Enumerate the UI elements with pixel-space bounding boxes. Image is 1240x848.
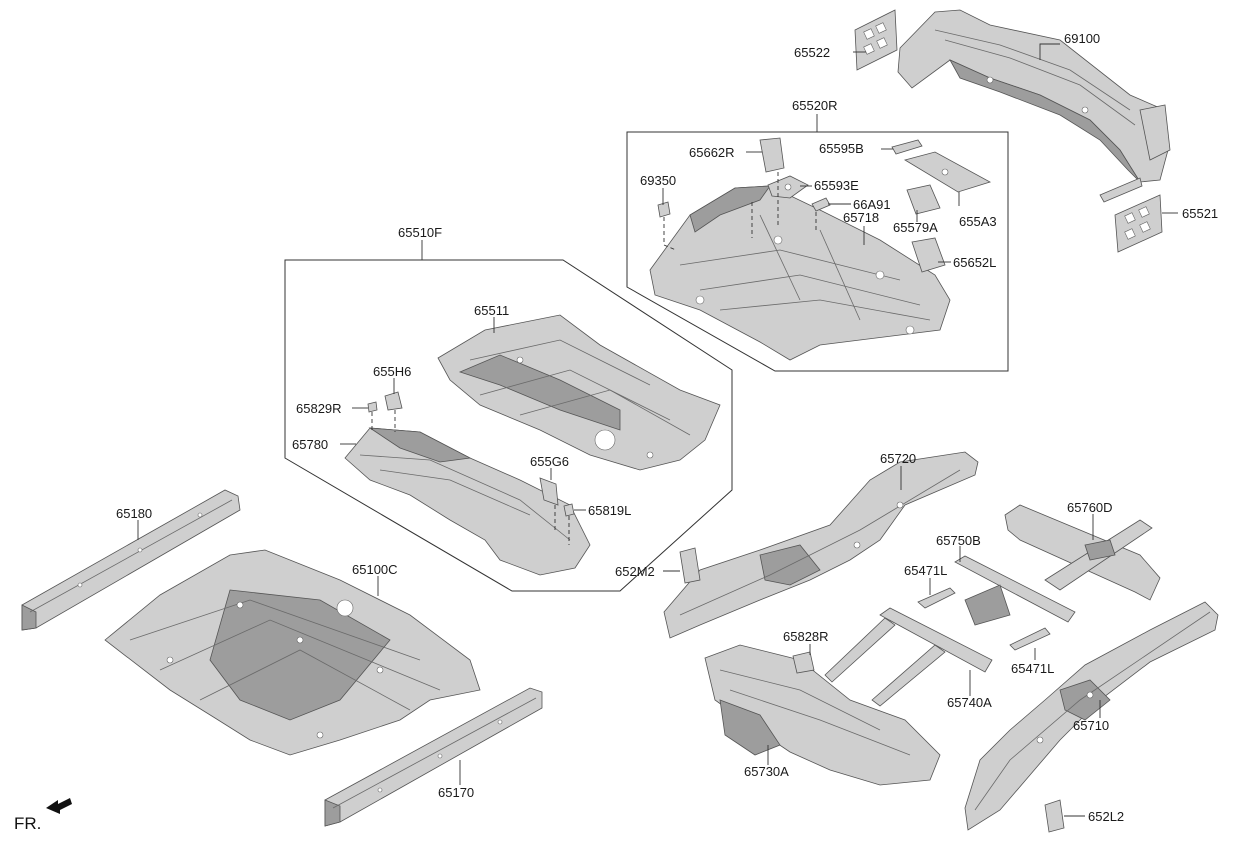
label-65740A: 65740A xyxy=(947,695,992,710)
part-65180-side-sill xyxy=(21,489,241,631)
label-65718: 65718 xyxy=(843,210,879,225)
part-65780-seat-crossmember xyxy=(344,427,591,576)
label-65593E: 65593E xyxy=(814,178,859,193)
part-65710-rear-side-member xyxy=(964,601,1219,831)
label-65511: 65511 xyxy=(474,303,509,318)
label-65720: 65720 xyxy=(880,451,916,466)
label-65522: 65522 xyxy=(794,45,830,60)
label-652L2: 652L2 xyxy=(1088,809,1124,824)
part-65511-front-floor-panel xyxy=(437,314,721,471)
label-65521: 65521 xyxy=(1182,206,1218,221)
part-655H6-bracket xyxy=(384,391,403,411)
part-65579A-bracket xyxy=(906,184,941,215)
part-labels: 69100 65522 65521 65520R 65662R 65595B 6… xyxy=(14,31,1218,833)
part-65828R-bracket xyxy=(792,651,815,674)
group-box-65520R xyxy=(626,131,1009,372)
part-69350-clip xyxy=(657,201,671,218)
label-655H6: 655H6 xyxy=(373,364,411,379)
part-652L2-bracket xyxy=(1044,799,1065,833)
label-655A3: 655A3 xyxy=(959,214,997,229)
label-65829R: 65829R xyxy=(296,401,342,416)
part-65471L-bracket-lower xyxy=(1009,627,1051,651)
part-65720-rear-side-member xyxy=(663,451,979,639)
label-65595B: 65595B xyxy=(819,141,864,156)
part-65595B-clip xyxy=(891,139,923,155)
part-65521-bracket xyxy=(1114,194,1163,253)
part-65760D-crossmember xyxy=(1004,504,1161,601)
label-652M2: 652M2 xyxy=(615,564,655,579)
label-65520R: 65520R xyxy=(792,98,838,113)
label-65471L-lower: 65471L xyxy=(1011,661,1054,676)
label-65100C: 65100C xyxy=(352,562,398,577)
label-65750B: 65750B xyxy=(936,533,981,548)
part-65750B-crossmember xyxy=(954,555,1076,626)
label-65471L-upper: 65471L xyxy=(904,563,947,578)
label-65170: 65170 xyxy=(438,785,474,800)
front-direction-label: FR. xyxy=(14,814,41,833)
label-65730A: 65730A xyxy=(744,764,789,779)
group-box-65510F xyxy=(284,259,733,592)
part-652M2-bracket xyxy=(679,547,701,584)
label-65180: 65180 xyxy=(116,506,152,521)
label-65710: 65710 xyxy=(1073,718,1109,733)
part-rear-panel-side-bracket xyxy=(1099,177,1143,203)
label-65780: 65780 xyxy=(292,437,328,452)
label-69350: 69350 xyxy=(640,173,676,188)
part-65819L-clip xyxy=(563,503,575,517)
part-65471L-bracket-upper xyxy=(917,587,956,609)
part-66A91-clip xyxy=(811,197,831,212)
label-655G6: 655G6 xyxy=(530,454,569,469)
part-65718-rear-floor-panel xyxy=(649,185,951,361)
label-65828R: 65828R xyxy=(783,629,829,644)
label-66A91: 66A91 xyxy=(853,197,891,212)
front-direction-arrow-icon xyxy=(46,798,72,814)
part-65829R-clip xyxy=(367,401,378,413)
leader-lines xyxy=(137,43,1178,817)
part-65170-side-sill xyxy=(324,687,543,827)
part-65740A-crossmember xyxy=(824,607,993,707)
part-69100-rear-panel xyxy=(897,9,1171,183)
part-65652L-bracket xyxy=(911,237,946,273)
label-65579A: 65579A xyxy=(893,220,938,235)
part-65662R-bracket xyxy=(759,137,785,173)
label-65760D: 65760D xyxy=(1067,500,1113,515)
label-65819L: 65819L xyxy=(588,503,631,518)
part-65100C-center-floor xyxy=(104,549,481,756)
label-65652L: 65652L xyxy=(953,255,996,270)
part-65730A-rear-floor-front xyxy=(704,644,941,786)
label-65510F: 65510F xyxy=(398,225,442,240)
part-65522-bracket xyxy=(854,9,898,71)
part-655G6-bracket xyxy=(539,477,559,506)
label-65662R: 65662R xyxy=(689,145,735,160)
label-69100: 69100 xyxy=(1064,31,1100,46)
